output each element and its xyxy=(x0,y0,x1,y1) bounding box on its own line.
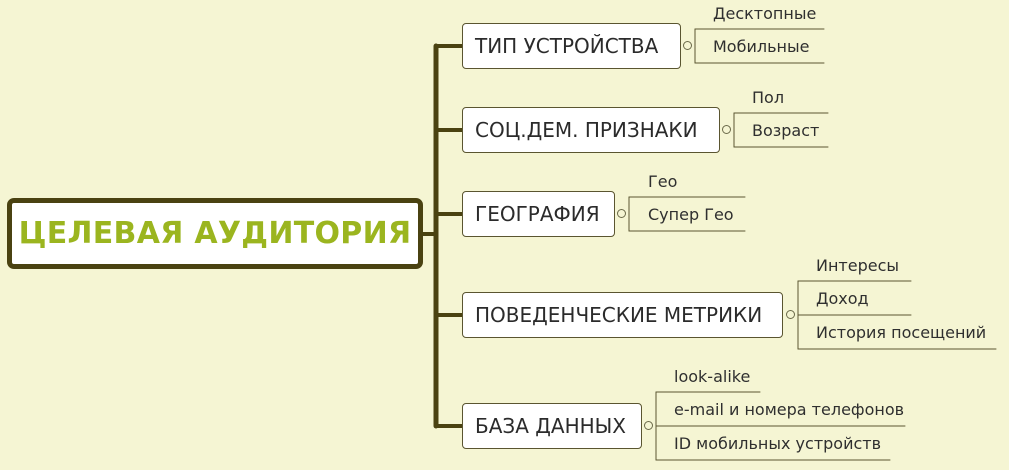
branch-device-type[interactable]: ТИП УСТРОЙСТВА xyxy=(462,23,681,69)
branch-label: ТИП УСТРОЙСТВА xyxy=(475,34,659,58)
leaf-topic[interactable]: История посещений xyxy=(816,323,987,342)
leaf-topic[interactable]: Доход xyxy=(816,289,869,308)
branch-behavior-metrics[interactable]: ПОВЕДЕНЧЕСКИЕ МЕТРИКИ xyxy=(462,292,783,338)
branch-socdem[interactable]: СОЦ.ДЕМ. ПРИЗНАКИ xyxy=(462,107,720,153)
branch-database[interactable]: БАЗА ДАННЫХ xyxy=(462,403,642,449)
collapse-toggle-icon[interactable] xyxy=(644,421,653,430)
collapse-toggle-icon[interactable] xyxy=(683,41,692,50)
root-topic[interactable]: ЦЕЛЕВАЯ АУДИТОРИЯ xyxy=(7,198,423,269)
leaf-topic[interactable]: Гео xyxy=(648,172,678,191)
branch-label: БАЗА ДАННЫХ xyxy=(475,414,626,438)
branch-geography[interactable]: ГЕОГРАФИЯ xyxy=(462,191,615,237)
root-topic-label: ЦЕЛЕВАЯ АУДИТОРИЯ xyxy=(18,216,412,251)
branch-label: СОЦ.ДЕМ. ПРИЗНАКИ xyxy=(475,118,698,142)
branch-label: ПОВЕДЕНЧЕСКИЕ МЕТРИКИ xyxy=(475,303,763,327)
leaf-topic[interactable]: look-alike xyxy=(674,367,751,386)
collapse-toggle-icon[interactable] xyxy=(722,125,731,134)
leaf-topic[interactable]: Возраст xyxy=(752,121,820,140)
leaf-topic[interactable]: e-mail и номера телефонов xyxy=(674,400,905,419)
branch-label: ГЕОГРАФИЯ xyxy=(475,202,600,226)
leaf-topic[interactable]: Интересы xyxy=(816,256,900,275)
leaf-topic[interactable]: Супер Гео xyxy=(648,205,734,224)
collapse-toggle-icon[interactable] xyxy=(617,209,626,218)
leaf-topic[interactable]: Пол xyxy=(752,88,785,107)
leaf-topic[interactable]: ID мобильных устройств xyxy=(674,434,882,453)
leaf-topic[interactable]: Мобильные xyxy=(713,37,810,56)
leaf-topic[interactable]: Десктопные xyxy=(713,4,817,23)
collapse-toggle-icon[interactable] xyxy=(786,310,795,319)
